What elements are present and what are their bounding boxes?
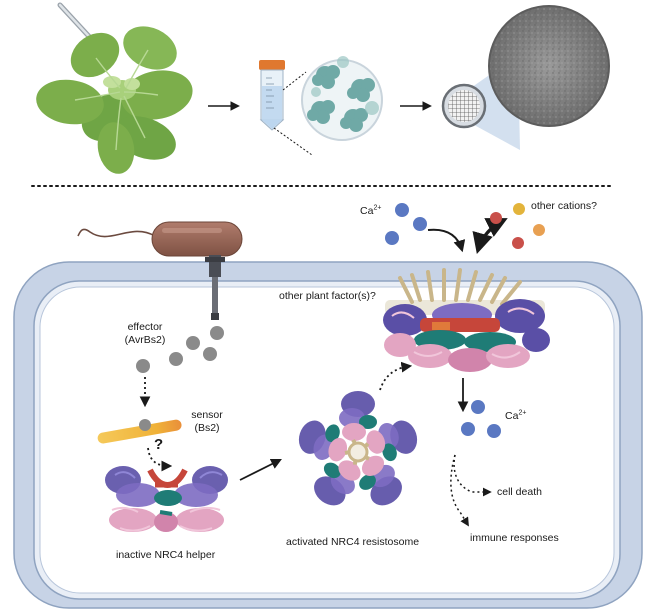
membrane-insertion-arrow: [379, 361, 413, 391]
effector-molecules: [136, 326, 224, 373]
other-cations-label: other cations?: [531, 200, 597, 212]
oligomerization-arrow: [239, 459, 282, 481]
other-cations: [490, 203, 545, 249]
activated-resistosome-label: activated NRC4 resistosome: [286, 536, 420, 548]
sensor-title: sensor: [191, 409, 223, 421]
activated-nrc4-resistosome-structure: [292, 391, 424, 513]
calcium-label-outside: Ca2+: [360, 204, 382, 218]
bacterium-icon: [77, 221, 243, 257]
calcium-ions-inside: [461, 400, 501, 438]
immune-responses-label: immune responses: [470, 532, 559, 544]
inactive-helper-label: inactive NRC4 helper: [116, 549, 216, 561]
centrifuge-tube-icon: [259, 60, 313, 156]
calcium-influx-arrow: [427, 228, 466, 253]
other-plant-factors-label: other plant factor(s)?: [279, 290, 376, 302]
secretion-system-icon: [205, 255, 225, 320]
sensor-name: (Bs2): [194, 422, 220, 434]
calcium-label-inside: Ca2+: [505, 409, 527, 423]
micrograph-icon: [488, 5, 610, 127]
inactive-nrc4-helper-structure: [105, 466, 228, 532]
protein-magnification-icon: [301, 56, 383, 141]
sensor-label: sensor (Bs2): [182, 409, 232, 435]
plant-with-syringe-icon: [36, 2, 193, 174]
question-mark: ?: [154, 436, 164, 453]
effector-name: (AvrBs2): [124, 334, 166, 346]
cell-death-label: cell death: [497, 486, 542, 498]
effector-label: effector (AvrBs2): [100, 321, 190, 347]
sensor-bs2-icon: [97, 419, 182, 444]
calcium-ions-outside: [385, 203, 427, 245]
effector-title: effector: [127, 321, 163, 333]
membrane-resistosome-structure: [383, 268, 550, 372]
cation-exchange-arrow: [472, 218, 508, 255]
